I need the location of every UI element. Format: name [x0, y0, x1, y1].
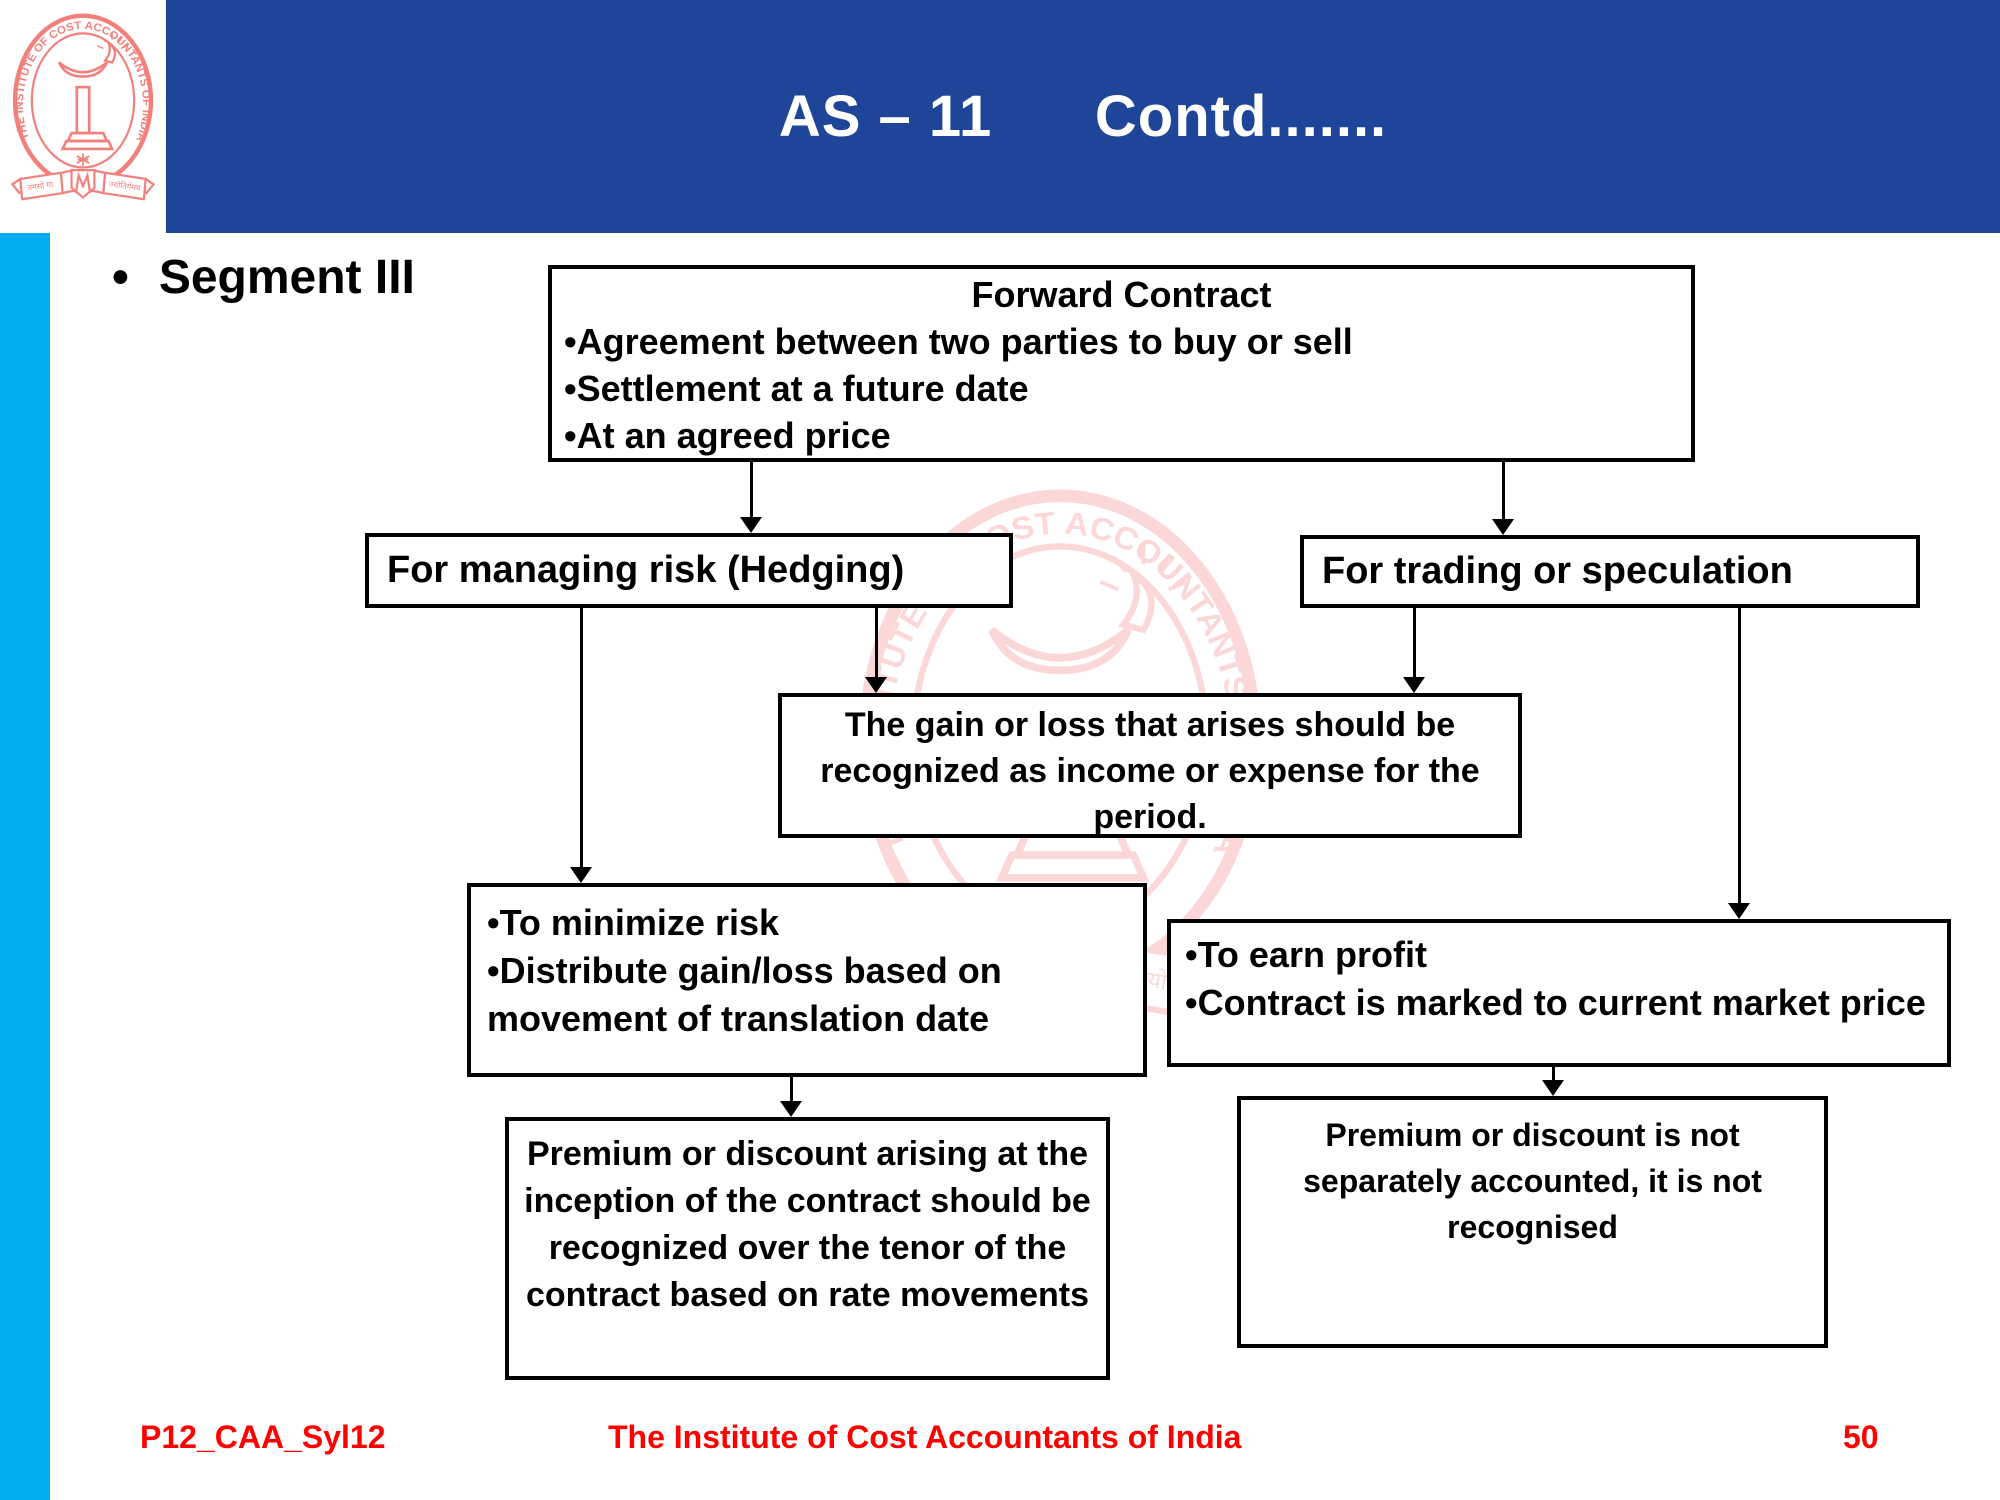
footer-page-number: 50: [1843, 1419, 1879, 1455]
minimize-risk-box: •To minimize risk •Distribute gain/loss …: [467, 883, 1147, 1077]
box-text: Premium or discount is not separately ac…: [1303, 1117, 1762, 1245]
bullet-item: •At an agreed price: [564, 415, 891, 456]
flow-arrow-forward-to-hedging-head: [740, 517, 762, 533]
box-label: For trading or speculation: [1322, 550, 1793, 592]
flow-arrow-trading-to-earnprofit-head: [1728, 903, 1750, 919]
flow-arrow-hedging-to-minimize-line: [580, 608, 583, 868]
flow-arrow-hedging-to-minimize-head: [570, 867, 592, 883]
left-accent-bar: [0, 233, 50, 1500]
bullet-item: •Settlement at a future date: [564, 368, 1029, 409]
hedging-box: For managing risk (Hedging): [365, 533, 1013, 608]
slide-title: AS – 11 Contd.......: [778, 84, 1388, 149]
slide-header: AS – 11 Contd.......: [0, 0, 2000, 233]
flow-arrow-forward-to-trading-head: [1492, 519, 1514, 535]
trading-box: For trading or speculation: [1300, 535, 1920, 608]
footer-course-code: P12_CAA_Syl12: [140, 1419, 386, 1455]
flow-arrow-trading-to-earnprofit-line: [1738, 608, 1741, 904]
bullet-item: •Distribute gain/loss based on movement …: [487, 950, 1002, 1039]
flow-arrow-hedging-to-gainloss-line: [875, 608, 878, 678]
flow-arrow-hedging-to-gainloss-head: [865, 677, 887, 693]
flow-arrow-trading-to-gainloss-head: [1403, 677, 1425, 693]
earn-profit-box: •To earn profit •Contract is marked to c…: [1167, 919, 1951, 1067]
premium-hedging-box: Premium or discount arising at the incep…: [505, 1117, 1110, 1380]
logo-corner: [0, 0, 166, 233]
premium-trading-box: Premium or discount is not separately ac…: [1237, 1096, 1828, 1348]
section-heading: • Segment III: [112, 250, 415, 305]
bullet-item: •Agreement between two parties to buy or…: [564, 321, 1353, 362]
flow-arrow-minimize-to-premium-head: [780, 1101, 802, 1117]
box-label: For managing risk (Hedging): [387, 549, 905, 591]
flow-arrow-trading-to-gainloss-line: [1413, 608, 1416, 678]
box-text: The gain or loss that arises should be r…: [820, 706, 1480, 836]
institute-logo: [8, 4, 158, 218]
flow-arrow-forward-to-trading-line: [1502, 462, 1505, 520]
flow-arrow-earnprofit-to-premium-head: [1542, 1080, 1564, 1096]
bullet-item: •Contract is marked to current market pr…: [1185, 982, 1926, 1023]
forward-contract-box: Forward Contract •Agreement between two …: [548, 265, 1695, 462]
bullet-item: •To earn profit: [1185, 934, 1427, 975]
bullet-item: •To minimize risk: [487, 902, 780, 943]
flow-arrow-forward-to-hedging-line: [750, 462, 753, 518]
footer-institute-name: The Institute of Cost Accountants of Ind…: [608, 1419, 1242, 1455]
box-title: Forward Contract: [971, 274, 1272, 315]
section-bullet: •: [112, 251, 129, 304]
flow-arrow-earnprofit-to-premium-line: [1552, 1067, 1555, 1082]
section-label: Segment III: [158, 251, 415, 304]
flow-arrow-minimize-to-premium-line: [790, 1077, 793, 1103]
gain-loss-box: The gain or loss that arises should be r…: [778, 693, 1522, 838]
box-text: Premium or discount arising at the incep…: [524, 1135, 1091, 1314]
